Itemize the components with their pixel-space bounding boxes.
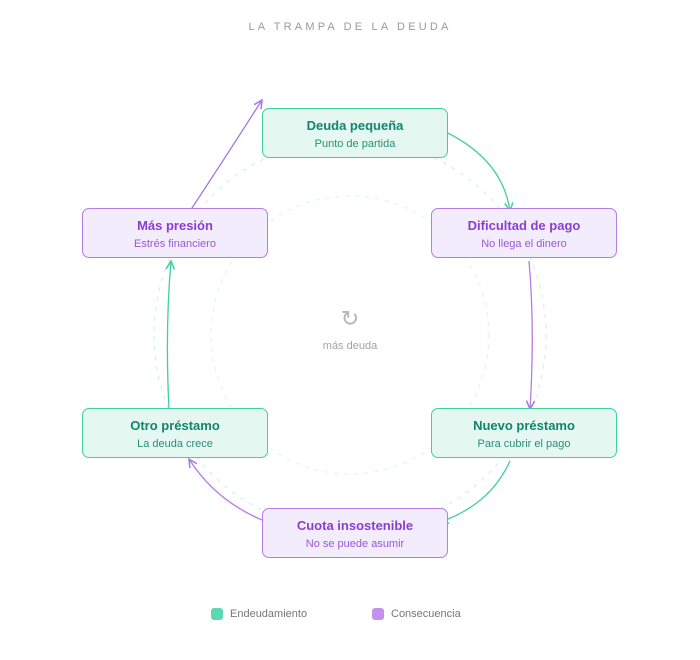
legend-label: Consecuencia	[391, 608, 461, 620]
connector-mas-to-deuda	[189, 98, 263, 212]
node-subtitle: Punto de partida	[314, 138, 396, 150]
legend-swatch-purple	[372, 608, 384, 620]
node-subtitle: No llega el dinero	[481, 238, 567, 250]
node-subtitle: La deuda crece	[137, 438, 213, 450]
node-mas-presion: Más presión Estrés financiero	[82, 208, 268, 258]
node-title: Otro préstamo	[130, 418, 220, 433]
node-subtitle: Estrés financiero	[134, 238, 216, 250]
node-title: Más presión	[137, 218, 213, 233]
diagram-title: LA TRAMPA DE LA DEUDA	[248, 21, 452, 33]
connector-cuota-to-otro	[188, 457, 263, 521]
node-subtitle: No se puede asumir	[305, 538, 405, 550]
inner-guide-ring	[210, 195, 490, 475]
connector-dificultad-to-nuevo	[525, 260, 536, 411]
legend-item-endeudamiento: Endeudamiento	[211, 608, 307, 620]
node-subtitle: Para cubrir el pago	[477, 438, 571, 450]
legend-label: Endeudamiento	[230, 608, 308, 620]
node-otro-prestamo: Otro préstamo La deuda crece	[82, 408, 268, 458]
outer-guide-ring	[153, 138, 547, 532]
node-deuda-pequena: Deuda pequeña Punto de partida	[262, 108, 448, 158]
node-title: Deuda pequeña	[306, 118, 404, 133]
connector-deuda-to-dificultad	[436, 127, 514, 213]
legend-item-consecuencia: Consecuencia	[372, 608, 461, 620]
center-label: más deuda	[322, 340, 378, 352]
node-title: Dificultad de pago	[467, 218, 581, 233]
connector-nuevo-to-cuota	[438, 460, 511, 524]
node-nuevo-prestamo: Nuevo préstamo Para cubrir el pago	[431, 408, 617, 458]
cycle-arrow-icon: ↻	[340, 306, 360, 331]
node-title: Cuota insostenible	[296, 518, 414, 533]
legend-swatch-green	[211, 608, 223, 620]
node-title: Nuevo préstamo	[473, 418, 575, 433]
node-dificultad-de-pago: Dificultad de pago No llega el dinero	[431, 208, 617, 258]
node-cuota-insostenible: Cuota insostenible No se puede asumir	[262, 508, 448, 558]
connector-otro-to-mas	[165, 259, 176, 410]
